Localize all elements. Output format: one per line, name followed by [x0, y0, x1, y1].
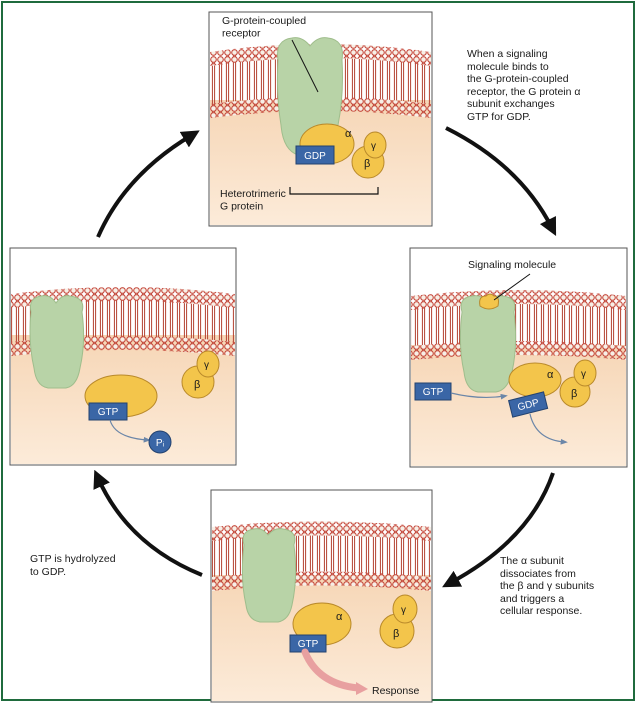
cycle-arrow-left-to-top — [98, 135, 192, 237]
gamma-label: γ — [204, 360, 209, 371]
cycle-arrow-top-to-right — [446, 128, 552, 228]
gdp-label: GDP — [304, 151, 326, 162]
gtp-label: GTP — [98, 407, 119, 418]
gamma-label: γ — [401, 605, 406, 616]
receptor — [30, 296, 84, 388]
caption-hydrolysis: GTP is hydrolyzed to GDP. — [30, 553, 116, 578]
heterotrimeric-label-line1: Heterotrimeric — [220, 188, 286, 200]
heterotrimeric-label-line2: G protein — [220, 201, 263, 213]
alpha-label: α — [547, 369, 554, 381]
gamma-label: γ — [581, 369, 586, 380]
beta-label: β — [364, 158, 370, 170]
beta-label: β — [393, 628, 399, 640]
beta-label: β — [571, 388, 577, 400]
alpha-label: α — [345, 128, 352, 140]
caption-binding: When a signaling molecule binds to the G… — [467, 48, 580, 123]
gamma-label: γ — [371, 141, 376, 152]
pi-label: Pᵢ — [156, 438, 165, 449]
caption-dissociation: The α subunit dissociates from the β and… — [500, 555, 594, 618]
alpha-label: α — [336, 611, 343, 623]
receptor — [242, 529, 295, 622]
signaling-molecule — [480, 294, 499, 309]
signaling-molecule-label: Signaling molecule — [468, 259, 556, 271]
panel-right: GTP GDP α β γ Signaling molecule — [410, 248, 627, 467]
panel-left: GTP Pᵢ β γ — [10, 248, 236, 465]
response-label: Response — [372, 685, 419, 697]
panel-top: GDP α β γ G-protein-coupled receptor Het… — [209, 12, 432, 226]
receptor — [460, 296, 515, 392]
receptor-label-line1: G-protein-coupled — [222, 15, 306, 27]
gtp-label: GTP — [423, 387, 444, 398]
receptor-label-line2: receptor — [222, 28, 261, 40]
gtp-label: GTP — [298, 639, 319, 650]
panel-bottom: GTP α β γ Response — [211, 490, 432, 702]
beta-label: β — [194, 379, 200, 391]
